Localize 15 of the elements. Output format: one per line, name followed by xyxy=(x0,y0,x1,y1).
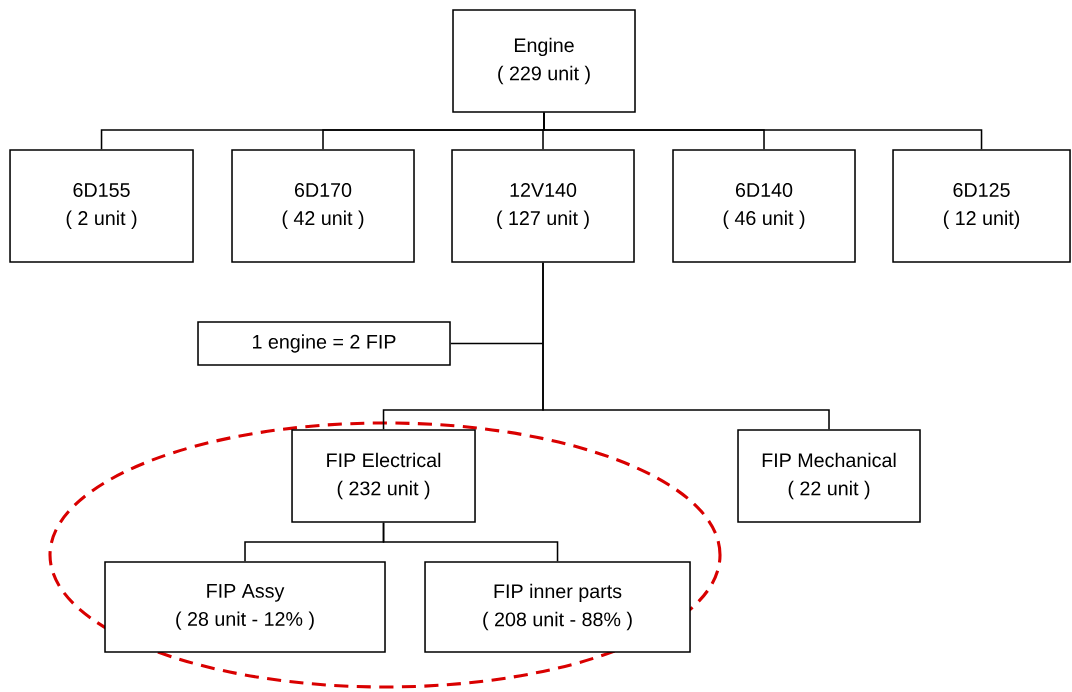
unit-box: FIP Electrical ( 232 unit ) xyxy=(291,429,476,523)
connector-line xyxy=(450,342,544,345)
unit-box: FIP Assy ( 28 unit - 12% ) xyxy=(104,561,386,653)
unit-box: FIP inner parts ( 208 unit - 88% ) xyxy=(424,561,691,653)
unit-box: 6D140 ( 46 unit ) xyxy=(672,149,856,263)
unit-box: Engine ( 229 unit ) xyxy=(452,9,636,113)
connector-line xyxy=(382,522,559,562)
note-box: 1 engine = 2 FIP xyxy=(197,321,451,366)
connector-line xyxy=(543,112,983,150)
connector-line xyxy=(542,262,830,430)
unit-box: 12V140 ( 127 unit ) xyxy=(451,149,635,263)
unit-box: FIP Mechanical ( 22 unit ) xyxy=(737,429,921,523)
unit-box: 6D170 ( 42 unit ) xyxy=(231,149,415,263)
unit-box: 6D125 ( 12 unit) xyxy=(892,149,1071,263)
unit-box: 6D155 ( 2 unit ) xyxy=(9,149,194,263)
